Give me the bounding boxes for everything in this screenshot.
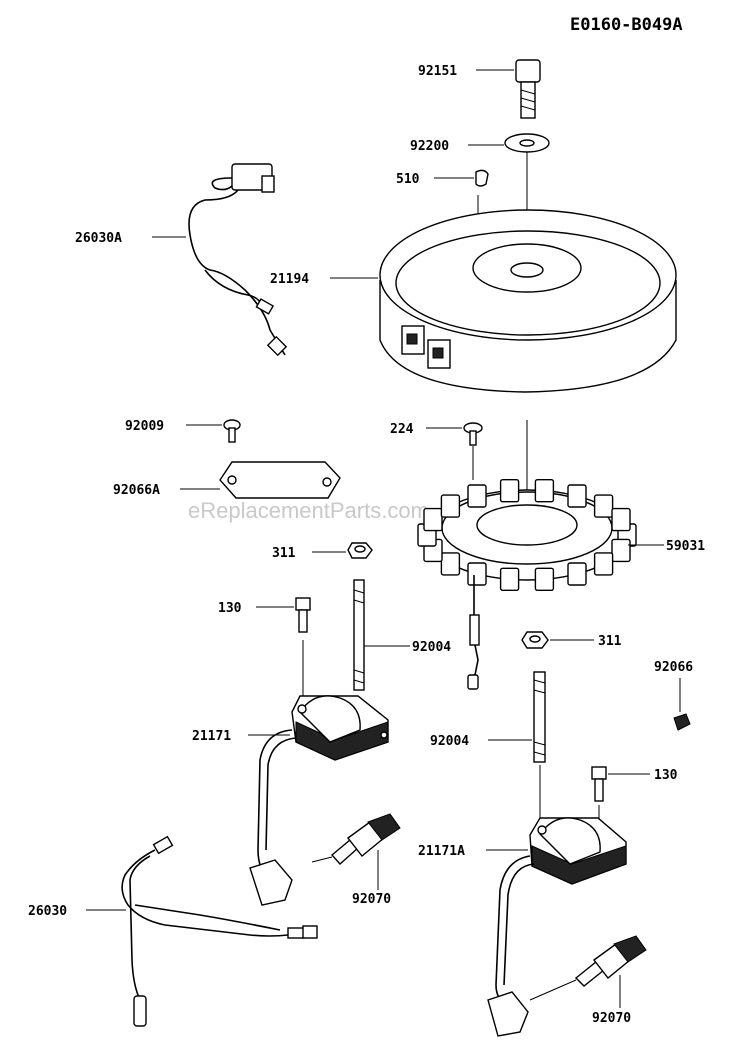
screw-92009-drawing [223,419,241,443]
label-311-right: 311 [598,634,622,649]
label-92070-left: 92070 [352,892,391,907]
bolt-130-right-drawing [591,766,607,802]
spark-plug-92070-right-drawing [529,935,647,1001]
diagram-code: E0160-B049A [570,15,683,35]
label-92066: 92066 [654,660,693,675]
label-130-left: 130 [218,601,242,616]
stator-pole [611,507,631,532]
label-92200: 92200 [410,139,449,154]
stator-pole [567,562,587,586]
bolt-130-left-drawing [295,597,311,633]
label-26030A: 26030A [75,231,122,246]
nut-311-left-drawing [347,542,373,559]
stator-pole [593,552,614,576]
label-92004-right: 92004 [430,734,469,749]
label-224: 224 [390,422,414,437]
label-130-right: 130 [654,768,678,783]
label-92066A: 92066A [113,483,160,498]
nut-311-right-drawing [521,631,549,649]
key-510-drawing [475,169,489,187]
stator-pole [440,552,461,576]
stator-lead-wire [473,575,479,681]
label-21194: 21194 [270,272,309,287]
label-21171: 21171 [192,729,231,744]
label-92151: 92151 [418,64,457,79]
bolt-92151-drawing [515,59,541,119]
label-92070-right: 92070 [592,1011,631,1026]
label-92009: 92009 [125,419,164,434]
watermark: eReplacementParts.com [188,498,429,523]
stator-pole [593,494,614,518]
stator-pole [467,484,487,508]
stud-92004-left-drawing [353,579,365,691]
stator-pole [534,567,555,591]
stator-pole [467,562,487,586]
stator-pole [611,538,631,563]
stator-pole [567,484,587,508]
spark-plug-92070-left-drawing [311,813,401,865]
label-311-left: 311 [272,546,296,561]
stator-pole [534,479,555,503]
flywheel-21194-drawing [379,209,677,393]
stator-pole [440,494,461,518]
label-21171A: 21171A [418,844,465,859]
stator-pole [499,479,520,503]
label-59031: 59031 [666,539,705,554]
harness-26030-drawing [121,835,318,1027]
label-26030: 26030 [28,904,67,919]
stator-59031-drawing [417,479,637,591]
stud-92004-right-drawing [533,671,546,763]
plate-92066A-drawing [219,461,341,499]
washer-92200-drawing [504,133,550,153]
stator-pole [423,507,443,532]
screw-224-drawing [463,422,483,446]
harness-26030A-drawing [188,163,288,357]
clip-92066-drawing [673,713,691,731]
coil-21171A-drawing [487,817,627,1037]
stator-pole [499,567,520,591]
label-510: 510 [396,172,420,187]
coil-21171-drawing [249,695,389,906]
label-92004-left: 92004 [412,640,451,655]
